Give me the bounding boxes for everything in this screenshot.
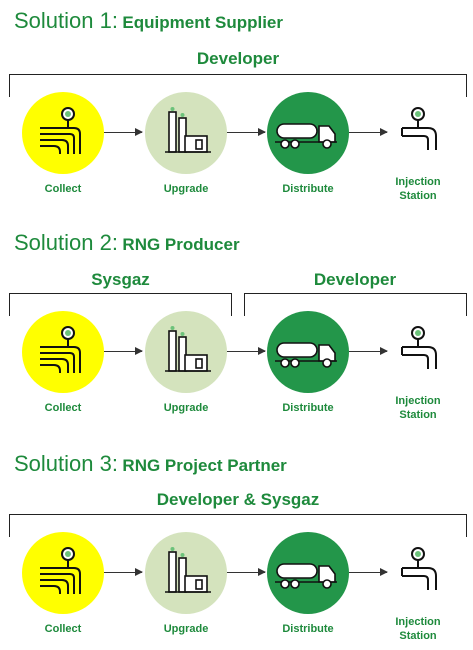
- injection-label-line1: Injection: [395, 395, 441, 407]
- upgrade-circle: [145, 532, 227, 614]
- distribute-circle: [267, 532, 349, 614]
- upgrade-circle: [145, 311, 227, 393]
- injection-valve-icon: [401, 326, 437, 369]
- injection-station: [396, 546, 442, 597]
- collect-label: Collect: [44, 623, 82, 635]
- tanker-truck-icon: [275, 342, 337, 368]
- injection-label-line2: Station: [399, 409, 437, 421]
- solution-1-owner-developer: Developer: [196, 49, 280, 68]
- injection-label-line2: Station: [399, 190, 437, 202]
- pipes-gauge-icon: [40, 107, 81, 154]
- solution-1-title: Solution 1: Equipment Supplier: [14, 8, 283, 34]
- collect-circle: [22, 532, 104, 614]
- arrow-collect-upgrade: [104, 347, 143, 355]
- tanker-truck-icon: [275, 123, 337, 149]
- injection-station-label: Injection Station: [368, 615, 468, 643]
- solution-1-number: Solution 1:: [14, 8, 118, 33]
- distribute-circle: [267, 92, 349, 174]
- solution-3-subtitle: RNG Project Partner: [122, 456, 287, 475]
- solution-2-owner-developer: Developer: [313, 270, 397, 289]
- upgrade-label: Upgrade: [163, 183, 209, 195]
- arrow-distribute-injection: [349, 128, 388, 136]
- injection-valve-icon: [401, 107, 437, 150]
- solution-2-subtitle: RNG Producer: [122, 235, 240, 254]
- injection-station: [396, 325, 442, 376]
- solution-3-number: Solution 3:: [14, 451, 118, 476]
- arrow-distribute-injection: [349, 568, 388, 576]
- solution-3-title: Solution 3: RNG Project Partner: [14, 451, 287, 477]
- solution-1-subtitle: Equipment Supplier: [122, 13, 283, 32]
- upgrade-plant-icon: [165, 326, 211, 372]
- upgrade-plant-icon: [165, 547, 211, 593]
- collect-circle: [22, 92, 104, 174]
- solution-2-bracket-sysgaz: [9, 293, 232, 316]
- solution-3-bracket: [9, 514, 467, 537]
- arrow-distribute-injection: [349, 347, 388, 355]
- arrow-collect-upgrade: [104, 128, 143, 136]
- injection-station-label: Injection Station: [368, 175, 468, 203]
- injection-label-line1: Injection: [395, 616, 441, 628]
- arrow-upgrade-distribute: [227, 568, 266, 576]
- pipes-gauge-icon: [40, 547, 81, 594]
- collect-circle: [22, 311, 104, 393]
- tanker-truck-icon: [275, 563, 337, 589]
- upgrade-label: Upgrade: [163, 623, 209, 635]
- injection-station: [396, 106, 442, 157]
- injection-valve-icon: [401, 547, 437, 590]
- collect-label: Collect: [44, 183, 82, 195]
- arrow-collect-upgrade: [104, 568, 143, 576]
- solution-2-owner-sysgaz: Sysgaz: [91, 270, 150, 289]
- pipes-gauge-icon: [40, 326, 81, 373]
- injection-station-label: Injection Station: [368, 394, 468, 422]
- distribute-label: Distribute: [282, 623, 334, 635]
- collect-label: Collect: [44, 402, 82, 414]
- injection-label-line2: Station: [399, 630, 437, 642]
- upgrade-circle: [145, 92, 227, 174]
- solution-1-bracket: [9, 74, 467, 97]
- solution-2-number: Solution 2:: [14, 230, 118, 255]
- upgrade-label: Upgrade: [163, 402, 209, 414]
- solution-3-owner-developer-sysgaz: Developer & Sysgaz: [156, 490, 320, 509]
- distribute-label: Distribute: [282, 183, 334, 195]
- distribute-label: Distribute: [282, 402, 334, 414]
- injection-label-line1: Injection: [395, 176, 441, 188]
- solution-2-bracket-developer: [244, 293, 467, 316]
- upgrade-plant-icon: [165, 107, 211, 153]
- arrow-upgrade-distribute: [227, 128, 266, 136]
- distribute-circle: [267, 311, 349, 393]
- solution-2-title: Solution 2: RNG Producer: [14, 230, 240, 256]
- arrow-upgrade-distribute: [227, 347, 266, 355]
